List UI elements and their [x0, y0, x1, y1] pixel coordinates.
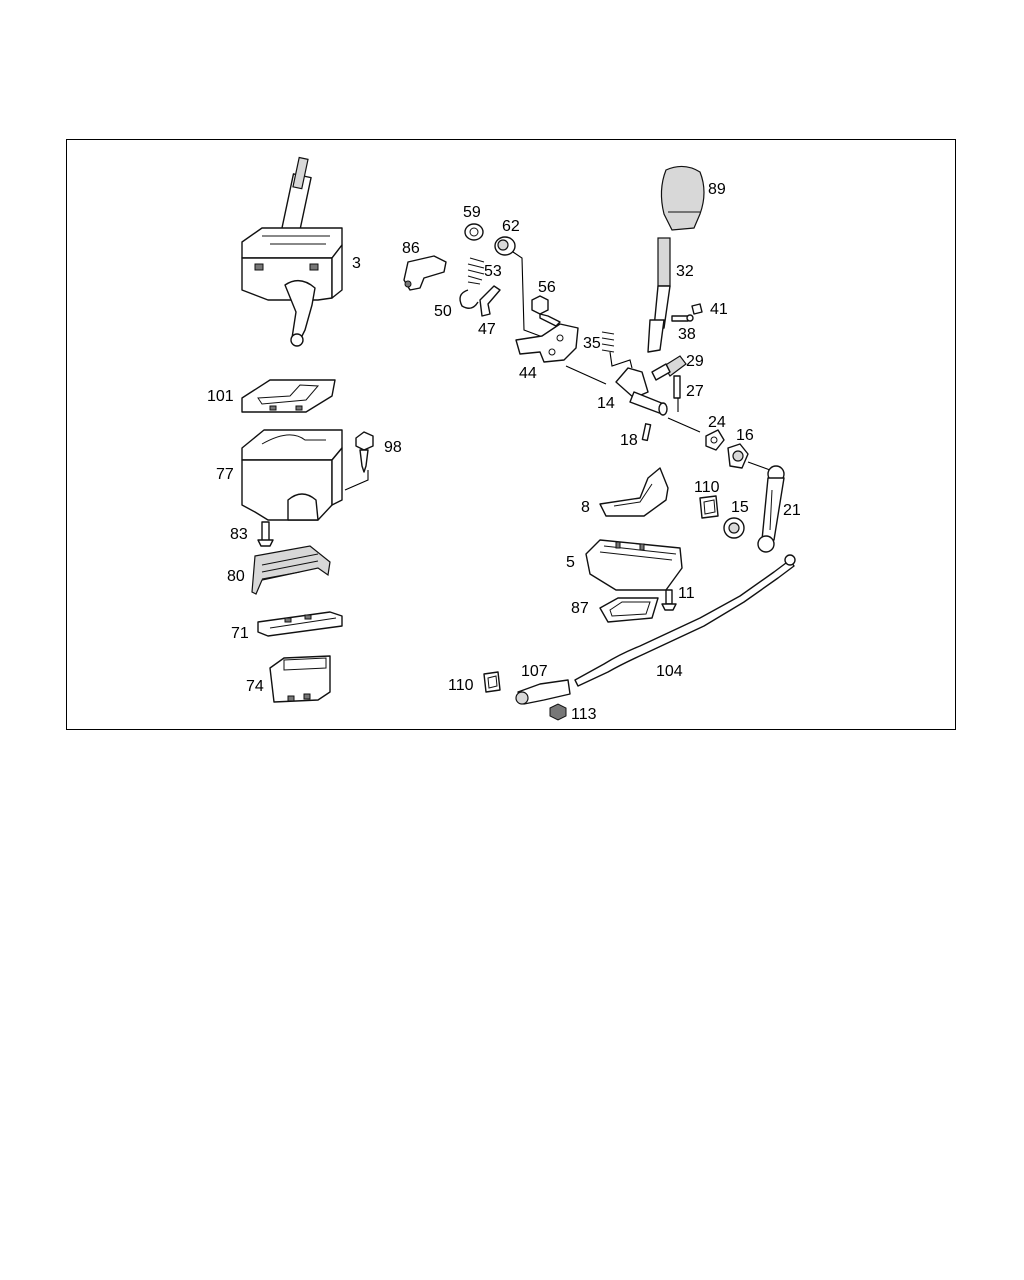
- part-86-bracket: [403, 255, 447, 291]
- part-98-screw: [344, 431, 374, 491]
- part-107-rod-end: [515, 679, 571, 705]
- label-part-50: 50: [434, 303, 452, 320]
- part-80-cover: [251, 545, 331, 595]
- label-part-80: 80: [227, 568, 245, 585]
- label-part-62: 62: [502, 218, 520, 235]
- part-47-cam-pin: [479, 285, 501, 317]
- label-part-107: 107: [521, 663, 548, 680]
- label-part-110-lower: 110: [448, 677, 474, 694]
- part-59-bushing: [464, 223, 484, 241]
- label-part-113: 113: [571, 706, 597, 723]
- label-part-44: 44: [519, 365, 537, 382]
- part-29-sensor: [651, 355, 687, 381]
- label-part-41: 41: [710, 301, 728, 318]
- part-21-lever-arm: [757, 465, 785, 553]
- part-101-cover-plate: [241, 379, 336, 413]
- part-38-pin: [671, 314, 694, 322]
- part-50-clip: [459, 289, 479, 309]
- label-part-5: 5: [566, 554, 575, 571]
- label-part-71: 71: [231, 625, 249, 642]
- label-part-104: 104: [656, 663, 683, 680]
- label-part-98: 98: [384, 439, 402, 456]
- label-part-21: 21: [783, 502, 801, 519]
- part-71-module-strip: [257, 611, 343, 637]
- part-83-bolt: [257, 521, 274, 547]
- label-part-14: 14: [597, 395, 615, 412]
- part-62-bushing: [494, 236, 541, 337]
- label-part-77: 77: [216, 466, 234, 483]
- part-41-clip: [691, 303, 703, 315]
- label-part-16: 16: [736, 427, 754, 444]
- part-27-pin: [673, 375, 681, 412]
- part-53-spring: [467, 257, 485, 285]
- part-8-gate-plate: [599, 467, 669, 517]
- label-part-74: 74: [246, 678, 264, 695]
- label-part-15: 15: [731, 499, 749, 516]
- label-part-38: 38: [678, 326, 696, 343]
- label-part-89: 89: [708, 181, 726, 198]
- label-part-53: 53: [484, 263, 502, 280]
- label-part-24: 24: [708, 414, 726, 431]
- part-104-shift-rod: [574, 554, 796, 687]
- part-56-screw: [531, 295, 561, 327]
- label-part-18: 18: [620, 432, 638, 449]
- part-24-bushing: [705, 429, 725, 451]
- part-89-knob: [660, 165, 705, 231]
- label-part-87: 87: [571, 600, 589, 617]
- label-part-11: 11: [678, 585, 695, 602]
- part-110-clip-upper: [699, 495, 719, 519]
- part-44-mounting-plate: [515, 323, 607, 385]
- part-11-screw: [661, 589, 677, 611]
- label-part-27: 27: [686, 383, 704, 400]
- label-part-86: 86: [402, 240, 420, 257]
- part-32-shift-lever: [609, 237, 671, 369]
- label-part-101: 101: [207, 388, 234, 405]
- part-35-spring: [601, 331, 615, 353]
- label-part-47: 47: [478, 321, 496, 338]
- part-74-control-unit: [269, 655, 331, 703]
- part-113-nut: [549, 703, 567, 721]
- label-part-35: 35: [583, 335, 601, 352]
- part-15-grommet: [723, 517, 745, 539]
- part-87-frame: [599, 597, 659, 623]
- label-part-29: 29: [686, 353, 704, 370]
- label-part-32: 32: [676, 263, 694, 280]
- part-14-selector-shaft: [615, 367, 701, 433]
- label-part-83: 83: [230, 526, 248, 543]
- label-part-59: 59: [463, 204, 481, 221]
- part-5-base-housing: [585, 539, 683, 591]
- part-110-clip-lower: [483, 671, 501, 693]
- part-77-shifter-housing: [241, 429, 343, 521]
- part-3-shifter-assembly: [241, 156, 343, 347]
- label-part-110-upper: 110: [694, 479, 720, 496]
- diagram-frame: [66, 139, 956, 730]
- part-18-pin: [641, 423, 652, 442]
- label-part-3: 3: [352, 255, 361, 272]
- label-part-56: 56: [538, 279, 556, 296]
- label-part-8: 8: [581, 499, 590, 516]
- part-16-sleeve: [727, 443, 771, 471]
